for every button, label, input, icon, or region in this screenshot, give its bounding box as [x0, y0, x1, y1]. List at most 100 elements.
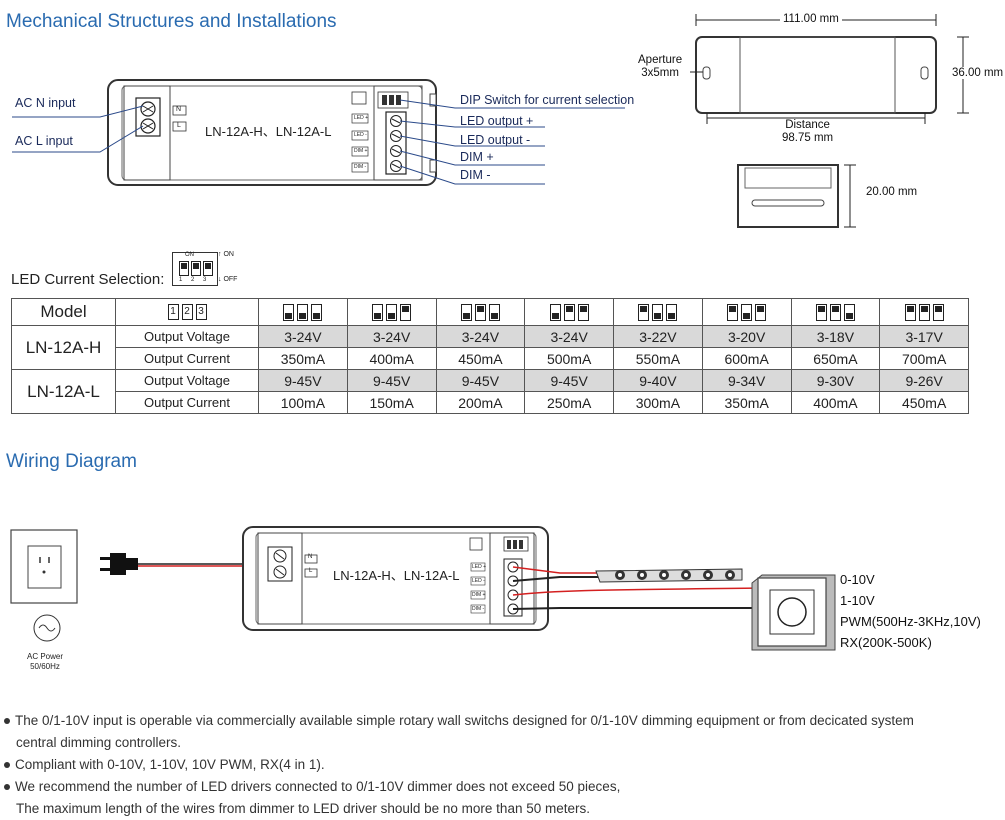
value-cell: 350mA [258, 347, 348, 370]
driver-model-text: LN-12A-H、LN-12A-L [205, 124, 332, 139]
dimension-top-view [690, 14, 969, 124]
value-cell: 100mA [258, 391, 348, 414]
ac-l-input-label: AC L input [15, 134, 73, 148]
driver-top-view [107, 79, 437, 186]
value-cell: 3-17V [879, 325, 969, 348]
ac-power-line2: 50/60Hz [30, 662, 60, 671]
dimmer-mode-pwm: PWM(500Hz-3KHz,10V) [840, 614, 981, 629]
table-row: Output Current 100mA 150mA 200mA 250mA 3… [12, 391, 969, 414]
value-cell: 9-30V [790, 369, 881, 392]
value-cell: 3-24V [346, 325, 437, 348]
value-cell: 400mA [790, 391, 881, 414]
bullet-icon [4, 784, 10, 791]
value-cell: 3-20V [701, 325, 792, 348]
dip-switch-3-on [400, 303, 412, 321]
dip-legend-box: ON 1 2 3 [172, 252, 218, 286]
dip-switch-2-on [474, 303, 486, 321]
dip-legend-switch-2 [190, 261, 201, 276]
dimmer-modes-list: 0-10V 1-10V PWM(500Hz-3KHz,10V) RX(200K-… [840, 569, 981, 653]
distance-title: Distance [785, 119, 830, 131]
wiring-led-plus-mark: LED + [472, 564, 487, 570]
wiring-n-mark: N [308, 554, 313, 560]
note-1-line-2: central dimming controllers. [16, 735, 182, 750]
switch-pattern-cell [524, 298, 614, 326]
dip-switch-2-on [918, 303, 930, 321]
switch-pattern-cell [701, 298, 792, 326]
param-cell: Output Voltage [115, 369, 259, 392]
off-text: OFF [223, 276, 238, 283]
dim-minus-label: DIM - [460, 168, 491, 182]
dim-plus-label: DIM + [460, 150, 494, 164]
wiring-dim-minus-mark: DIM - [472, 606, 485, 612]
note-3-line-1: We recommend the number of LED drivers c… [15, 779, 621, 794]
rotary-dimmer-icon [751, 574, 836, 651]
value-cell: 9-40V [613, 369, 703, 392]
wiring-driver [242, 526, 549, 631]
l-terminal-mark: L [177, 122, 181, 129]
bullet-icon [4, 718, 10, 725]
table-row: LN-12A-L Output Voltage 9-45V 9-45V 9-45… [11, 369, 969, 414]
bullet-icon [4, 762, 10, 769]
dip-switch-1-off [460, 303, 472, 321]
dip-switch-1-on [815, 303, 827, 321]
switch-pattern-cell [790, 298, 881, 326]
switch-pattern-cell [879, 298, 969, 326]
dip-switch-3-off [311, 303, 323, 321]
note-2: Compliant with 0-10V, 1-10V, 10V PWM, RX… [15, 757, 325, 772]
value-cell: 200mA [435, 391, 526, 414]
dip-switch-1-on [638, 303, 650, 321]
dip-legend-on-text: ON [185, 252, 194, 258]
note-3-line-2: The maximum length of the wires from dim… [16, 801, 590, 816]
dim-plus-mark: DIM + [354, 148, 368, 154]
value-cell: 9-34V [701, 369, 792, 392]
led-minus-mark: LED - [354, 132, 367, 138]
dip-switch-1-on [727, 303, 739, 321]
led-output-minus-label: LED output - [460, 133, 531, 147]
mechanical-title: Mechanical Structures and Installations [6, 11, 337, 32]
dip-switch-1-off [283, 303, 295, 321]
value-cell: 300mA [613, 391, 703, 414]
depth-dimension: 20.00 mm [866, 186, 918, 198]
wiring-led-minus-mark: LED - [472, 578, 485, 584]
note-item: Compliant with 0-10V, 1-10V, 10V PWM, RX… [4, 754, 994, 776]
aperture-line2: 3x5mm [641, 67, 679, 79]
dip-switch-3-off [488, 303, 500, 321]
value-cell: 3-24V [258, 325, 348, 348]
wiring-title: Wiring Diagram [6, 451, 137, 472]
ac-power-label: AC Power 50/60Hz [27, 652, 63, 672]
on-arrow-label: ↑ ON [218, 251, 234, 258]
value-cell: 450mA [879, 391, 969, 414]
led-strip-icon [595, 568, 743, 583]
led-plus-mark: LED + [354, 115, 369, 121]
aperture-label: Aperture 3x5mm [638, 54, 682, 80]
dip-switch-2-off [652, 303, 664, 321]
dip-switch-3-on [577, 303, 589, 321]
dip-legend-switch-1 [178, 261, 189, 276]
dip-switch-3-on [755, 303, 767, 321]
note-item: The 0/1-10V input is operable via commer… [4, 710, 994, 732]
value-cell: 500mA [524, 347, 614, 370]
aperture-line1: Aperture [638, 54, 683, 66]
dim-minus-mark: DIM - [354, 164, 367, 170]
dip-legend-number-3: 3 [203, 277, 207, 283]
value-cell: 9-45V [524, 369, 614, 392]
ac-power-line1: AC Power [27, 652, 64, 661]
dip-switch-2-off [297, 303, 309, 321]
wiring-l-mark: L [309, 568, 313, 574]
value-cell: 9-45V [346, 369, 437, 392]
dip-switch-1-off [549, 303, 561, 321]
power-plug-icon [100, 553, 138, 575]
dimension-side-view [737, 164, 856, 228]
value-cell: 250mA [524, 391, 614, 414]
dip-switch-2-on [829, 303, 841, 321]
dip-legend-number-2: 2 [191, 277, 195, 283]
distance-value: 98.75 mm [782, 132, 834, 144]
table-row: Output Current 350mA 400mA 450mA 500mA 5… [12, 347, 969, 370]
dip-switch-label: DIP Switch for current selection [460, 93, 635, 107]
switch-number-3: 3 [195, 304, 207, 321]
value-cell: 3-24V [524, 325, 614, 348]
width-dimension: 111.00 mm [780, 13, 842, 25]
table-row: LN-12A-H Output Voltage 3-24V 3-24V 3-24… [11, 325, 969, 370]
